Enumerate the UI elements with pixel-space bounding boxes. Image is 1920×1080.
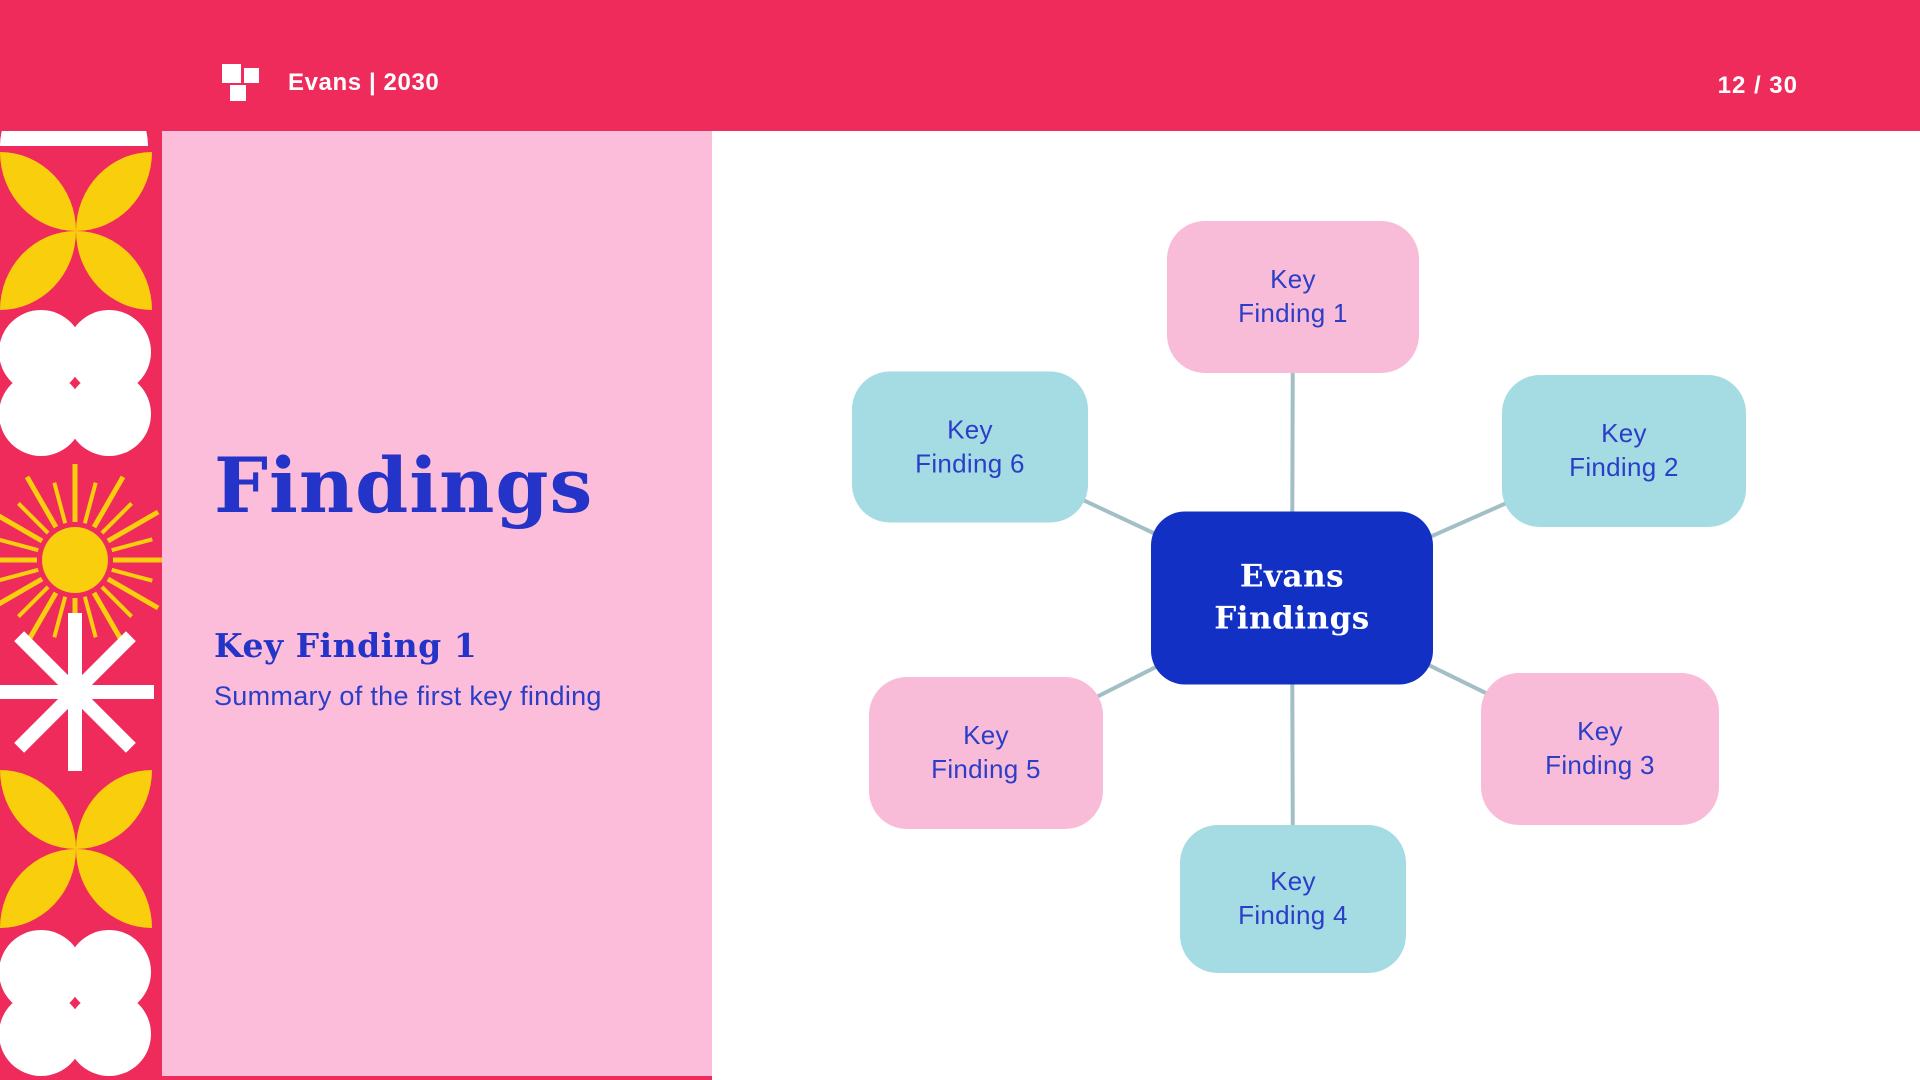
decorative-sidebar: [0, 0, 162, 1080]
brand-text: Evans | 2030: [288, 69, 440, 96]
yellow-sunburst-icon: [0, 464, 162, 656]
yellow-leaf-flower-shape: [0, 770, 152, 928]
header-bar: Evans | 2030 12 / 30: [0, 0, 1920, 131]
slide-title[interactable]: Findings: [214, 441, 594, 530]
diagram-node-finding-3[interactable]: Key Finding 3: [1481, 673, 1719, 825]
white-circle-cluster-shape: [0, 930, 152, 1078]
diagram-node-finding-1[interactable]: Key Finding 1: [1167, 221, 1419, 373]
white-circle-cluster-shape: [0, 310, 152, 458]
yellow-leaf-flower-shape: [0, 152, 152, 310]
diagram-node-finding-4[interactable]: Key Finding 4: [1180, 825, 1406, 973]
slide-subtitle[interactable]: Key Finding 1: [214, 626, 478, 665]
page-indicator: 12 / 30: [1717, 72, 1798, 99]
text-panel: Findings Key Finding 1 Summary of the fi…: [162, 131, 712, 1076]
brand-logo-icon: [222, 64, 262, 102]
diagram-center-node[interactable]: Evans Findings: [1151, 511, 1433, 685]
slide-summary[interactable]: Summary of the first key finding: [214, 681, 602, 711]
diagram-node-finding-6[interactable]: Key Finding 6: [852, 371, 1088, 523]
diagram-node-finding-5[interactable]: Key Finding 5: [869, 677, 1103, 829]
diagram-node-finding-2[interactable]: Key Finding 2: [1502, 375, 1746, 527]
brand: Evans | 2030: [222, 64, 439, 102]
